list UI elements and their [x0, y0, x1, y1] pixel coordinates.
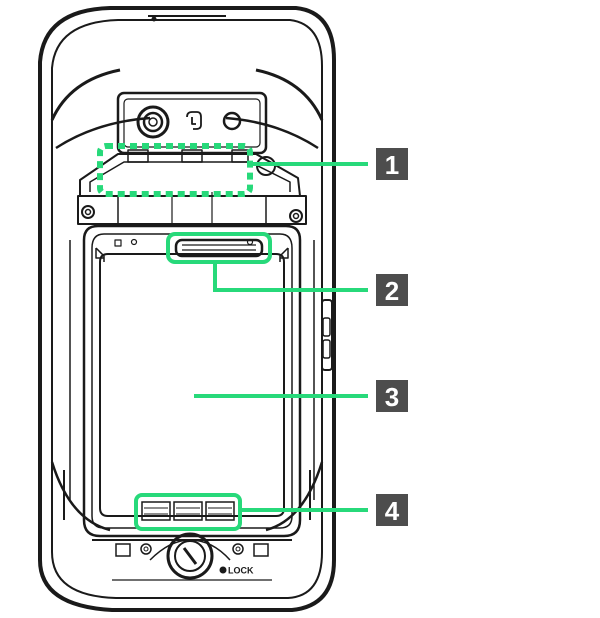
callout-number-4: 4: [385, 496, 400, 526]
top-connector: [174, 238, 264, 258]
leader-line-2: [213, 262, 368, 292]
flash-icon: [222, 111, 242, 131]
highlights: [97, 143, 272, 531]
lock-area: [92, 532, 292, 581]
camera-lens-icon: [136, 105, 170, 139]
callout-badge-4: [376, 494, 408, 526]
lock-label: LOCK: [228, 566, 254, 576]
lock-dot-icon: [219, 566, 227, 574]
leader-lines: [194, 162, 368, 512]
battery-compartment-frame: [69, 149, 315, 538]
battery-outline: [99, 253, 285, 517]
highlight-box-2: [166, 232, 272, 264]
callout-badge-1: [376, 148, 408, 180]
highlight-box-4: [134, 493, 242, 531]
callout-badges: 1 2 3 4: [376, 148, 408, 526]
callout-number-1: 1: [385, 150, 399, 180]
callout-badge-3: [376, 380, 408, 412]
callout-badge-2: [376, 274, 408, 306]
lock-screw-icon: [166, 532, 214, 580]
nfc-icon: [186, 111, 202, 130]
callout-number-2: 2: [385, 276, 399, 306]
camera-module: [116, 91, 268, 155]
phone-body: [38, 6, 336, 612]
callout-number-3: 3: [385, 382, 399, 412]
bottom-contacts: [141, 501, 235, 521]
